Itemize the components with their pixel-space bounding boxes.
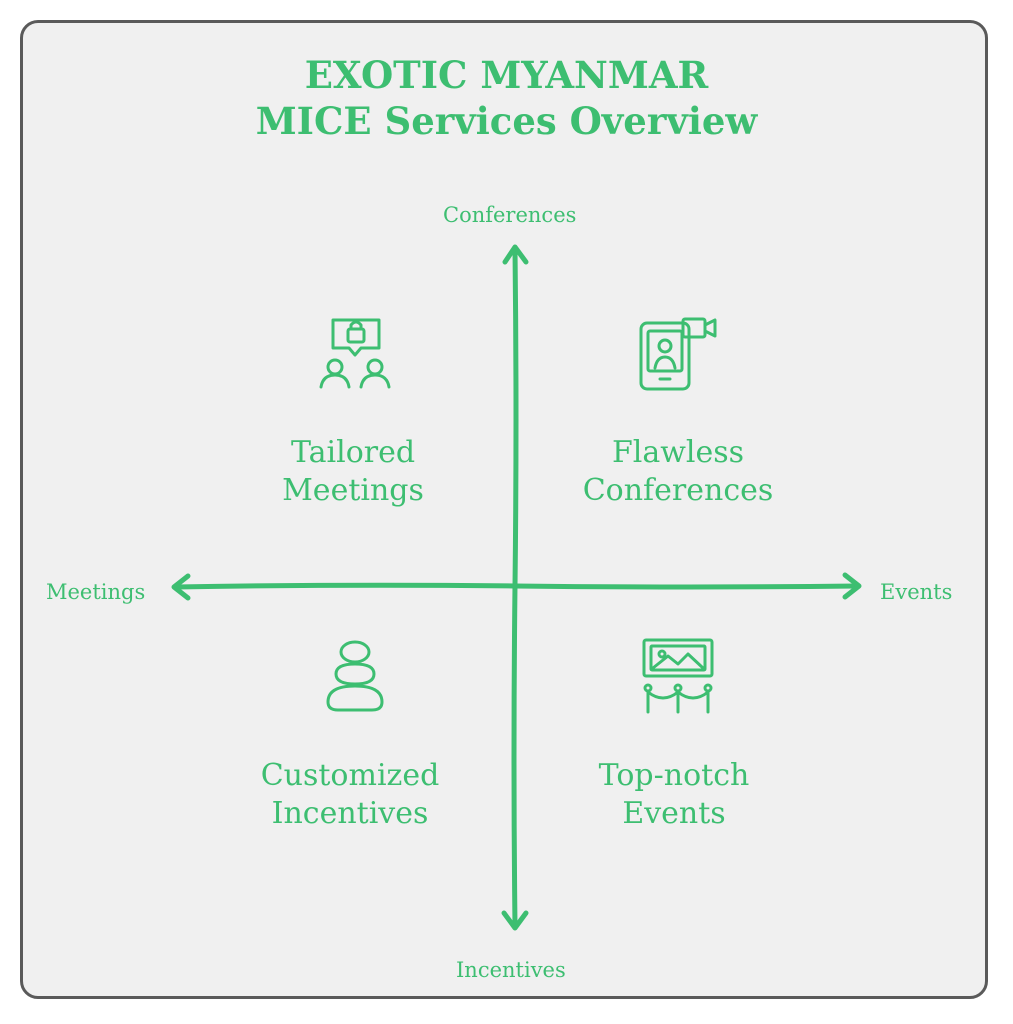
meeting-people-icon — [319, 318, 391, 389]
title-line-1: EXOTIC MYANMAR — [304, 53, 709, 97]
quadrant-label-top-right-line-2: Conferences — [582, 473, 774, 508]
quadrant-label-bottom-left: Customized Incentives — [190, 757, 510, 833]
quadrant-label-top-left: Tailored Meetings — [193, 434, 513, 510]
vertical-axis-bottom-arrowhead — [501, 910, 529, 931]
vertical-axis-top-arrowhead — [502, 244, 529, 265]
quadrant-label-bottom-left-line-1: Customized — [260, 758, 440, 793]
quadrant-label-top-right: Flawless Conferences — [518, 434, 838, 510]
exhibition-icon — [642, 638, 714, 714]
horizontal-axis — [173, 582, 860, 590]
quadrant-label-top-left-line-2: Meetings — [282, 473, 424, 508]
quadrant-label-top-left-line-1: Tailored — [290, 435, 416, 470]
title-line-2: MICE Services Overview — [255, 99, 758, 143]
quadrant-label-bottom-right-line-2: Events — [622, 796, 726, 831]
axis-label-left: Meetings — [46, 580, 146, 604]
quadrant-label-bottom-right: Top-notch Events — [514, 757, 834, 833]
diagram-frame — [20, 20, 988, 999]
quadrant-label-top-right-line-1: Flawless — [611, 435, 745, 470]
axis-label-bottom: Incentives — [456, 958, 566, 982]
video-conference-icon — [639, 317, 717, 391]
quadrant-label-bottom-left-line-2: Incentives — [271, 796, 429, 831]
axis-label-right: Events — [880, 580, 953, 604]
stacked-stones-icon — [326, 640, 384, 712]
axis-label-top: Conferences — [443, 203, 577, 227]
quadrant-label-bottom-right-line-1: Top-notch — [598, 758, 750, 793]
horizontal-axis-right-arrowhead — [842, 572, 862, 600]
diagram-title: EXOTIC MYANMAR MICE Services Overview — [0, 52, 1013, 144]
horizontal-axis-left-arrowhead — [171, 573, 191, 601]
